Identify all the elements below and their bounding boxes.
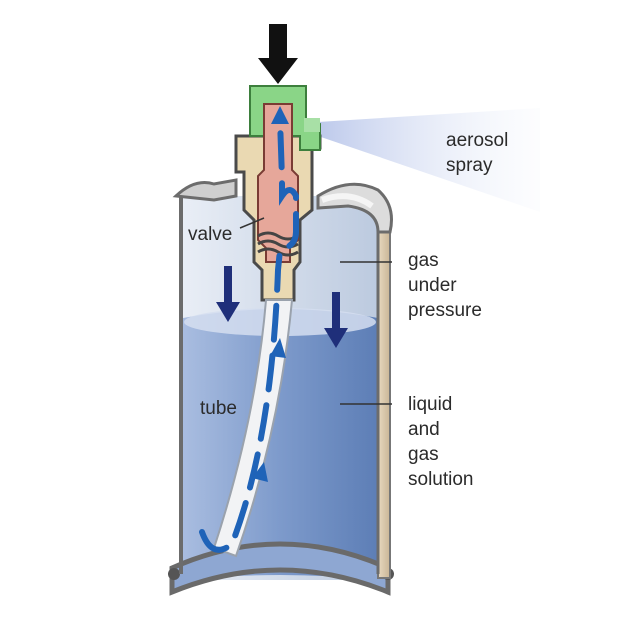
spray-plume — [318, 108, 540, 212]
liquid-label-line3: gas — [408, 444, 439, 465]
flow-arrow-path — [199, 117, 299, 553]
aerosol-label-line1: aerosol — [446, 130, 509, 151]
valve-label: valve — [188, 224, 233, 245]
valve-stem — [257, 103, 299, 263]
pressure-arrow — [216, 266, 240, 322]
liquid-label-line2: and — [408, 419, 440, 440]
can-top-rim — [172, 178, 238, 202]
flow-arrow-head-top — [271, 106, 289, 124]
liquid-gas-solution-label: liquid and gas solution — [408, 392, 474, 492]
valve-leader-line — [239, 217, 265, 229]
can-bottom — [169, 541, 391, 596]
liquid-label-line4: solution — [408, 469, 474, 490]
can-right-wall — [377, 231, 391, 579]
aerosol-spray-label: aerosol spray — [446, 128, 508, 178]
gas-label-line1: gas — [408, 250, 439, 271]
liquid-label-line1: liquid — [408, 394, 453, 415]
tube-label: tube — [200, 398, 237, 419]
flow-arrow-head-low — [252, 462, 268, 482]
flow-arrow-head-mid — [270, 338, 286, 358]
gas-label-line2: under — [408, 275, 457, 296]
pressure-arrow — [324, 292, 348, 348]
press-down-arrow — [258, 24, 298, 84]
gas-label-line3: pressure — [408, 300, 482, 321]
aerosol-label-line2: spray — [446, 155, 493, 176]
gas-pressure-label: gas under pressure — [408, 248, 482, 323]
